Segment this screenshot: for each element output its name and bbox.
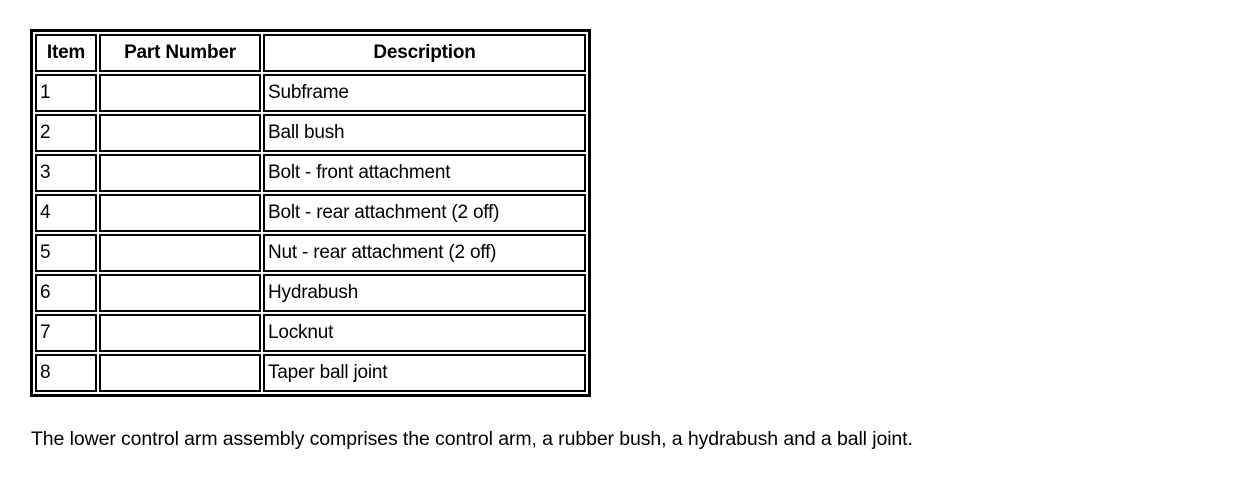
table-row: 4 Bolt - rear attachment (2 off) [35,194,586,232]
cell-description: Bolt - rear attachment (2 off) [263,194,586,232]
cell-description: Locknut [263,314,586,352]
cell-item: 8 [35,354,97,392]
table-header: Item Part Number Description [35,34,586,72]
table-row: 6 Hydrabush [35,274,586,312]
cell-item: 3 [35,154,97,192]
cell-item: 7 [35,314,97,352]
column-header-part-number: Part Number [99,34,261,72]
column-header-description: Description [263,34,586,72]
cell-item: 4 [35,194,97,232]
table-row: 3 Bolt - front attachment [35,154,586,192]
cell-item: 6 [35,274,97,312]
cell-description: Taper ball joint [263,354,586,392]
cell-description: Subframe [263,74,586,112]
caption-text: The lower control arm assembly comprises… [31,428,913,450]
cell-description: Ball bush [263,114,586,152]
cell-description: Nut - rear attachment (2 off) [263,234,586,272]
cell-part-number [99,74,261,112]
cell-item: 2 [35,114,97,152]
cell-part-number [99,354,261,392]
table-header-row: Item Part Number Description [35,34,586,72]
cell-item: 5 [35,234,97,272]
table-row: 8 Taper ball joint [35,354,586,392]
parts-table-container: Item Part Number Description 1 Subframe … [30,29,591,397]
cell-description: Hydrabush [263,274,586,312]
table-row: 5 Nut - rear attachment (2 off) [35,234,586,272]
table-row: 2 Ball bush [35,114,586,152]
cell-part-number [99,114,261,152]
cell-part-number [99,194,261,232]
cell-part-number [99,234,261,272]
cell-item: 1 [35,74,97,112]
table-row: 7 Locknut [35,314,586,352]
cell-part-number [99,274,261,312]
table-body: 1 Subframe 2 Ball bush 3 Bolt - front at… [35,74,586,392]
column-header-item: Item [35,34,97,72]
cell-description: Bolt - front attachment [263,154,586,192]
table-row: 1 Subframe [35,74,586,112]
cell-part-number [99,314,261,352]
cell-part-number [99,154,261,192]
parts-table: Item Part Number Description 1 Subframe … [33,32,588,394]
